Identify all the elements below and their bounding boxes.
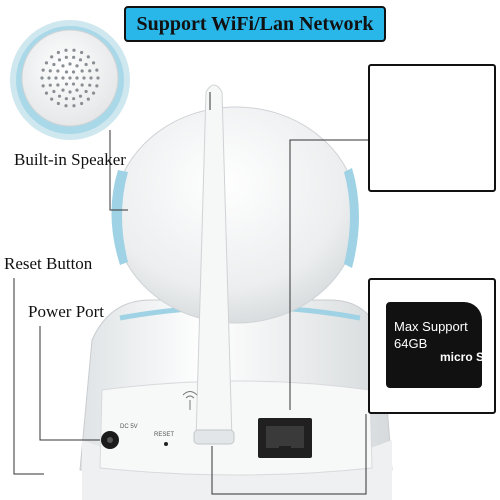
speaker-hole bbox=[72, 97, 76, 101]
speaker-hole bbox=[56, 50, 60, 55]
microsd-capacity-text: Max Support 64GB bbox=[394, 318, 468, 352]
speaker-hole bbox=[47, 76, 51, 80]
speaker-hole bbox=[88, 83, 92, 87]
ethernet-inset bbox=[368, 64, 496, 192]
speaker-hole bbox=[84, 62, 88, 67]
speaker-hole bbox=[75, 64, 79, 68]
speaker-hole bbox=[61, 76, 65, 80]
speaker-hole bbox=[95, 68, 99, 72]
speaker-hole bbox=[89, 76, 93, 80]
speaker-hole bbox=[50, 55, 54, 59]
speaker-hole bbox=[72, 104, 76, 108]
speaker-callout-label: Built-in Speaker bbox=[14, 150, 126, 169]
reset-port-label: RESET bbox=[154, 432, 175, 438]
speaker-hole bbox=[71, 70, 76, 74]
microsd-logo: micro SD bbox=[440, 350, 493, 364]
speaker-hole bbox=[86, 97, 90, 101]
speaker-hole bbox=[75, 76, 79, 80]
speaker-illustration bbox=[10, 20, 130, 140]
speaker-hole bbox=[57, 58, 62, 62]
speaker-hole bbox=[57, 94, 62, 98]
speaker-hole bbox=[41, 84, 45, 88]
speaker-hole bbox=[64, 82, 69, 86]
speaker-hole bbox=[61, 88, 65, 92]
speaker-hole bbox=[64, 97, 68, 101]
speaker-hole bbox=[88, 69, 92, 73]
speaker-hole bbox=[91, 61, 96, 65]
speaker-hole bbox=[56, 69, 60, 73]
speaker-hole bbox=[80, 50, 84, 55]
speaker-hole bbox=[68, 62, 72, 66]
speaker-hole bbox=[54, 76, 58, 80]
speaker-hole bbox=[52, 89, 56, 94]
speaker-hole bbox=[48, 83, 52, 87]
speaker-hole bbox=[40, 76, 44, 80]
microsd-card bbox=[386, 302, 482, 388]
speaker-hole bbox=[91, 91, 96, 95]
speaker-hole bbox=[72, 55, 76, 59]
speaker-hole bbox=[71, 82, 76, 86]
speaker-hole bbox=[80, 83, 84, 87]
speaker-hole bbox=[78, 58, 83, 62]
speaker-hole bbox=[82, 76, 86, 80]
reset-callout-label: Reset Button bbox=[4, 254, 93, 273]
speaker-hole bbox=[56, 101, 60, 106]
speaker-hole bbox=[44, 61, 49, 65]
speaker-hole bbox=[61, 64, 65, 68]
speaker-hole bbox=[86, 55, 90, 59]
card-line-2: 64GB bbox=[394, 336, 428, 351]
speaker-hole bbox=[50, 97, 54, 101]
speaker-hole bbox=[64, 55, 68, 59]
speaker-hole bbox=[78, 94, 83, 98]
speaker-hole bbox=[64, 48, 68, 52]
speaker-hole bbox=[64, 70, 69, 74]
speaker-hole bbox=[72, 48, 76, 52]
dc-port-label: DC 5V bbox=[120, 424, 138, 430]
speaker-hole bbox=[56, 83, 60, 87]
speaker-hole bbox=[95, 84, 99, 88]
speaker-hole bbox=[41, 68, 45, 72]
power-callout-label: Power Port bbox=[28, 302, 105, 321]
speaker-hole bbox=[48, 69, 52, 73]
speaker-hole bbox=[80, 101, 84, 106]
speaker-hole bbox=[64, 104, 68, 108]
speaker-hole bbox=[68, 90, 72, 94]
feature-banner: Support WiFi/Lan Network bbox=[124, 6, 386, 42]
speaker-hole bbox=[75, 88, 79, 92]
speaker-hole bbox=[52, 62, 56, 67]
card-line-1: Max Support bbox=[394, 319, 468, 334]
speaker-hole bbox=[68, 76, 72, 80]
speaker-hole bbox=[96, 76, 100, 80]
speaker-hole bbox=[84, 89, 88, 94]
speaker-hole bbox=[44, 91, 49, 95]
speaker-hole bbox=[80, 69, 84, 73]
